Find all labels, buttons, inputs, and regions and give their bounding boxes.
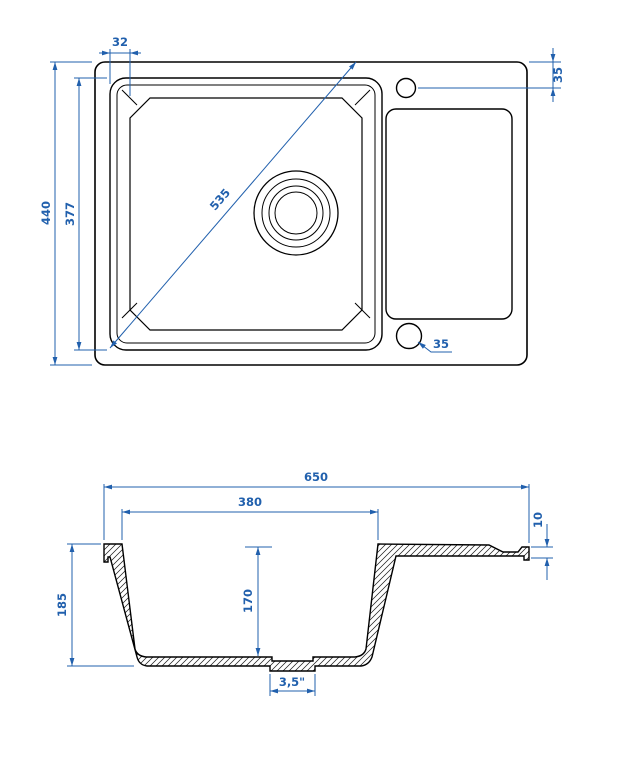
dimension-arrow (104, 484, 112, 490)
drain-ring (261, 178, 331, 248)
dim-tap-hole-diameter: 35 (417, 337, 452, 353)
dim-overall-height: 185 (55, 543, 134, 667)
dim-tap-hole-offset: 35 (418, 48, 565, 102)
dim-bowl-depth: 377 (63, 77, 107, 351)
dimension-arrow (255, 648, 261, 656)
bowl-corner-bevel (121, 89, 138, 106)
dim-bowl-diagonal: 535 (109, 61, 357, 349)
dim-edge-thickness: 10 (531, 512, 553, 580)
dimension-arrow (52, 357, 58, 365)
tap-hole-bottom (395, 322, 423, 350)
dimension-arrow (102, 50, 110, 56)
dimension-value: 35 (433, 337, 449, 351)
dimension-arrow (69, 544, 75, 552)
bowl-inner-edge (129, 97, 363, 331)
dimension-arrow (76, 342, 82, 350)
dimension-arrow (550, 54, 556, 62)
bowl-rim-outer (109, 77, 383, 351)
dimension-arrow (270, 688, 278, 694)
leader-arrow (418, 342, 426, 349)
dim-overall-depth: 440 (39, 61, 92, 366)
dimension-arrow (544, 539, 550, 547)
dimension-value: 650 (304, 470, 328, 484)
dimension-value: 35 (551, 67, 565, 83)
bowl-corner-bevel (354, 89, 371, 106)
dimension-value: 185 (55, 593, 69, 617)
dimension-arrow (76, 78, 82, 86)
drain-ring-outer (253, 170, 339, 256)
dimension-arrow (130, 50, 138, 56)
dimension-arrow (69, 658, 75, 666)
dim-bowl-width: 380 (121, 495, 379, 540)
dimension-arrow (544, 558, 550, 566)
dimension-line (109, 61, 357, 349)
dimension-arrow (550, 88, 556, 96)
drain-ring (268, 185, 324, 241)
bowl-corner-bevel (354, 302, 371, 319)
dimension-arrow (349, 62, 356, 70)
dimension-value: 10 (531, 512, 545, 528)
tap-hole-top (395, 77, 417, 99)
dim-bowl-height: 170 (241, 546, 272, 656)
dimension-arrow (122, 509, 130, 515)
dim-rim-width: 32 (99, 35, 141, 96)
sink-outline (94, 61, 528, 366)
dimension-value: 170 (241, 589, 255, 613)
bowl-rim-middle (116, 84, 376, 344)
section-profile (103, 543, 530, 672)
dim-overall-width: 650 (103, 470, 530, 543)
dimension-value: 377 (63, 202, 77, 226)
dimension-arrow (307, 688, 315, 694)
bowl-corner-bevel (121, 302, 138, 319)
dimension-value: 32 (112, 35, 128, 49)
dimension-arrow (370, 509, 378, 515)
dimension-arrow (110, 340, 117, 348)
dimension-value: 440 (39, 201, 53, 225)
dimension-value: 3,5" (279, 675, 305, 689)
dim-drain-size: 3,5" (269, 674, 316, 696)
dimension-arrow (255, 547, 261, 555)
drainboard (385, 108, 513, 320)
dimension-arrow (521, 484, 529, 490)
section-view (103, 543, 530, 672)
dimension-value: 380 (238, 495, 262, 509)
top-view (94, 61, 528, 366)
dimension-arrow (52, 62, 58, 70)
drain-ring-inner (274, 191, 318, 235)
